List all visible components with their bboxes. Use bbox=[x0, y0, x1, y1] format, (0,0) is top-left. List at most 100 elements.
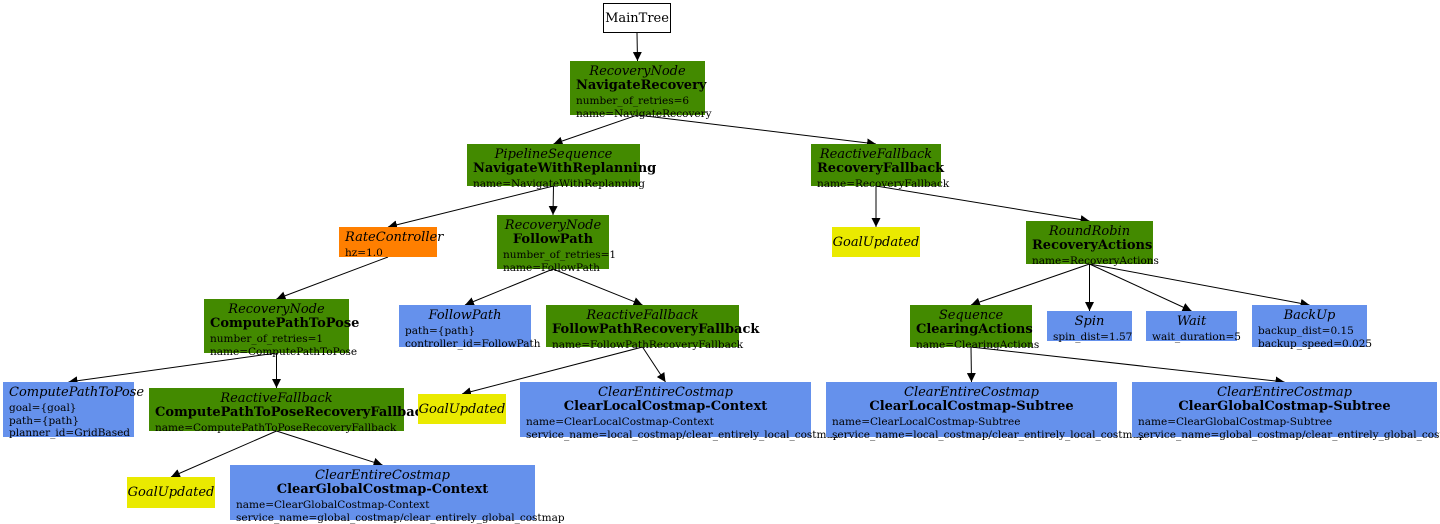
node-goal-updated-3: GoalUpdated bbox=[127, 477, 215, 508]
node-name-label: ClearingActions bbox=[916, 322, 1033, 337]
node-type-label: Wait bbox=[1176, 314, 1207, 329]
node-attribute-line: path={path} bbox=[405, 325, 476, 337]
node-attribute-line: name=FollowPath bbox=[503, 261, 600, 274]
edge-navigate-with-replanning-to-follow-path-recovery bbox=[548, 185, 558, 216]
node-attribute-line: service_name=local_costmap/clear_entirel… bbox=[832, 428, 1146, 441]
node-type-label: GoalUpdated bbox=[418, 401, 506, 417]
node-attribute-line: number_of_retries=6 bbox=[576, 95, 690, 107]
node-type-label: RateController bbox=[345, 230, 444, 245]
edge-compute-path-to-pose-recovery-fallback-to-clear-global-costmap-context bbox=[276, 430, 383, 467]
node-name-label: RecoveryFallback bbox=[817, 161, 945, 176]
node-attribute-line: service_name=global_costmap/clear_entire… bbox=[1138, 428, 1440, 441]
node-name-label: ComputePathToPoseRecoveryFallback bbox=[155, 405, 432, 420]
edge-compute-path-to-pose-recovery-to-compute-path-to-pose-action bbox=[68, 352, 277, 386]
edge-recovery-fallback-to-recovery-actions bbox=[875, 185, 1090, 224]
node-attributes: name=RecoveryFallback bbox=[817, 178, 949, 191]
node-attribute-line: wait_duration=5 bbox=[1152, 331, 1241, 343]
edge-maintree-to-navigate-recovery bbox=[632, 32, 642, 62]
node-type-label: Sequence bbox=[938, 308, 1004, 323]
node-type-label: ComputePathToPose bbox=[9, 385, 145, 400]
node-name-label: ClearLocalCostmap-Subtree bbox=[869, 399, 1074, 414]
node-attributes: name=FollowPathRecoveryFallback bbox=[552, 339, 743, 352]
node-type-label: RecoveryNode bbox=[504, 218, 602, 233]
node-attributes: hz=1.0 bbox=[345, 247, 431, 260]
node-attribute-line: backup_dist=0.15 bbox=[1258, 325, 1354, 337]
edge-navigate-with-replanning-to-rate-controller bbox=[387, 185, 554, 230]
node-compute-path-to-pose-action: ComputePathToPose goal={goal}path={path}p… bbox=[3, 382, 145, 440]
node-type-label: ReactiveFallback bbox=[220, 391, 333, 406]
node-attribute-line: number_of_retries=1 bbox=[210, 333, 324, 345]
node-attribute-line: name=RecoveryActions bbox=[1032, 255, 1159, 267]
edge-compute-path-to-pose-recovery-fallback-to-goal-updated-3 bbox=[170, 430, 277, 478]
edge-clearing-actions-to-clear-local-costmap-subtree bbox=[966, 346, 976, 383]
node-type-label: GoalUpdated bbox=[127, 485, 215, 500]
node-type-label: GoalUpdated bbox=[832, 234, 920, 250]
edge-recovery-actions-to-clearing-actions bbox=[970, 263, 1090, 307]
node-type-label: RoundRobin bbox=[1048, 224, 1131, 239]
node-rate-controller: RateController hz=1.0 bbox=[339, 227, 444, 260]
node-type-label: ClearEntireCostmap bbox=[598, 385, 733, 400]
node-attributes: path={path}controller_id=FollowPath bbox=[405, 325, 541, 350]
node-attribute-line: hz=1.0 bbox=[345, 247, 383, 259]
node-attribute-line: planner_id=GridBased bbox=[9, 427, 131, 439]
node-attribute-line: name=ComputePathToPose bbox=[210, 345, 358, 358]
node-attribute-line: controller_id=FollowPath bbox=[405, 337, 541, 350]
node-attributes: wait_duration=5 bbox=[1152, 331, 1241, 344]
node-attributes: name=ComputePathToPoseRecoveryFallback bbox=[155, 422, 398, 435]
node-attribute-line: backup_speed=0.025 bbox=[1258, 337, 1373, 350]
node-type-label: ReactiveFallback bbox=[586, 308, 699, 323]
node-attributes: spin_dist=1.57 bbox=[1053, 331, 1132, 344]
node-goal-updated-1: GoalUpdated bbox=[832, 227, 920, 257]
node-type-label: ReactiveFallback bbox=[819, 147, 933, 162]
node-name-label: NavigateWithReplanning bbox=[473, 161, 657, 176]
node-spin: Spin spin_dist=1.57 bbox=[1047, 311, 1132, 344]
node-follow-path-action: FollowPath path={path}controller_id=Follo… bbox=[399, 305, 541, 350]
node-goal-updated-2: GoalUpdated bbox=[418, 394, 506, 424]
node-attribute-line: name=ComputePathToPoseRecoveryFallback bbox=[155, 422, 397, 434]
edge-navigate-recovery-to-recovery-fallback bbox=[637, 114, 877, 148]
node-type-label: FollowPath bbox=[428, 308, 502, 323]
node-attribute-line: name=ClearGlobalCostmap-Context bbox=[236, 499, 430, 511]
node-attribute-line: number_of_retries=1 bbox=[503, 249, 617, 261]
node-attributes: name=NavigateWithReplanning bbox=[473, 178, 645, 191]
edge-follow-path-recovery-fallback-to-clear-local-costmap-context bbox=[642, 346, 666, 383]
node-maintree: MainTree bbox=[603, 3, 671, 33]
node-type-label: RecoveryNode bbox=[589, 64, 686, 79]
node-type-label: BackUp bbox=[1283, 308, 1336, 323]
node-attribute-line: path={path} bbox=[9, 414, 80, 427]
node-attributes: name=RecoveryActions bbox=[1032, 255, 1159, 268]
node-name-label: ComputePathToPose bbox=[210, 316, 360, 331]
node-name-label: NavigateRecovery bbox=[576, 78, 707, 93]
node-type-label: RecoveryNode bbox=[228, 302, 325, 317]
edge-clearing-actions-to-clear-global-costmap-subtree bbox=[970, 346, 1285, 386]
node-attributes: goal={goal}path={path}planner_id=GridBas… bbox=[9, 402, 131, 440]
edge-rate-controller-to-compute-path-to-pose-recovery bbox=[276, 256, 389, 301]
node-attribute-line: service_name=local_costmap/clear_entirel… bbox=[526, 428, 840, 441]
node-name-label: ClearGlobalCostmap-Subtree bbox=[1178, 399, 1391, 414]
edge-navigate-recovery-to-navigate-with-replanning bbox=[553, 114, 638, 146]
node-wait: Wait wait_duration=5 bbox=[1146, 311, 1241, 344]
node-type-label: ClearEntireCostmap bbox=[315, 468, 450, 483]
node-type-label: ClearEntireCostmap bbox=[1217, 385, 1352, 400]
node-type-label: Spin bbox=[1074, 314, 1105, 329]
edge-follow-path-recovery-to-follow-path-recovery-fallback bbox=[552, 268, 643, 306]
